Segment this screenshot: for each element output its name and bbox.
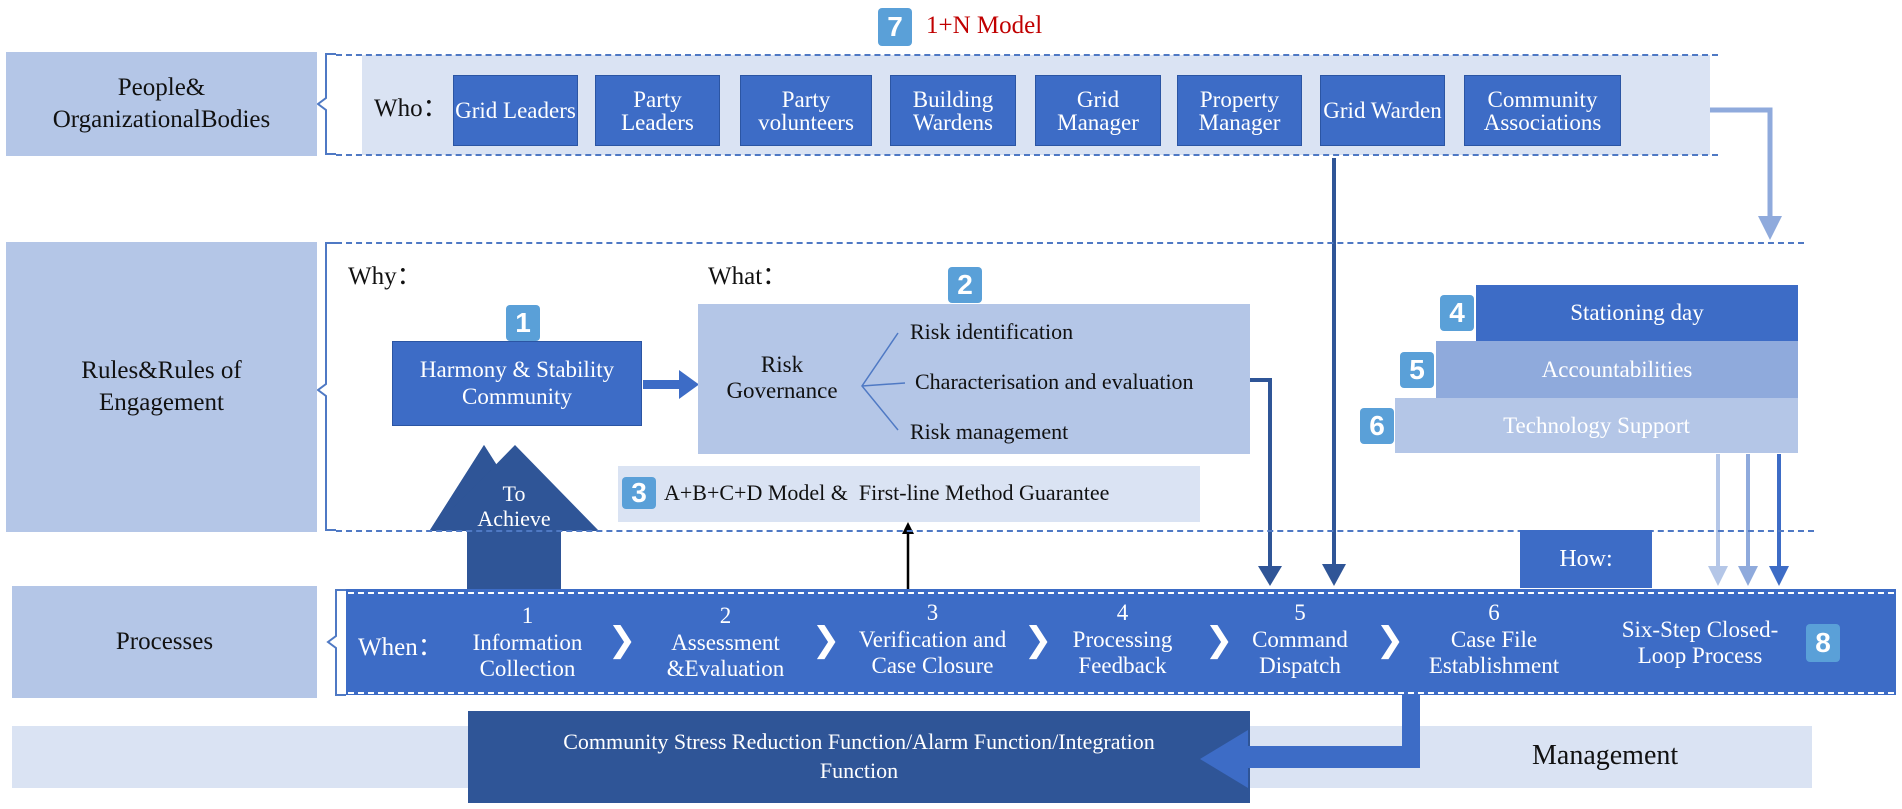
process-top-dash: [348, 592, 1894, 594]
risk-governance-title: Risk Governance: [726, 351, 838, 403]
risk-management: Risk management: [910, 419, 1069, 444]
badge-5: 5: [1400, 352, 1434, 388]
step-3: 3 Verification and Case Closure: [845, 598, 1020, 682]
chevron-right-icon: ❯: [607, 620, 637, 660]
step-1-number: 1: [521, 603, 534, 629]
step-6-number: 6: [1488, 600, 1500, 626]
who-grid-manager: Grid Manager: [1035, 75, 1161, 146]
risk-identification: Risk identification: [910, 319, 1074, 344]
badge-8: 8: [1806, 624, 1840, 662]
step-4-number: 4: [1116, 600, 1129, 626]
rules-bottom-dash: [336, 530, 1814, 532]
closed-loop-text: Six-Step Closed-Loop Process: [1621, 616, 1779, 668]
chevron-right-icon: ❯: [811, 620, 841, 660]
what-label: What：: [708, 263, 788, 290]
badge-1: 1: [506, 305, 540, 341]
who-property-manager: Property Manager: [1177, 75, 1302, 146]
who-building-wardens: Building Wardens: [890, 75, 1016, 146]
step-5-number: 5: [1294, 600, 1306, 626]
who-party-leaders: Party Leaders: [595, 75, 720, 146]
step-4-text: Processing Feedback: [1072, 626, 1173, 679]
step-2-number: 2: [719, 603, 732, 629]
to-achieve-label: To Achieve: [477, 480, 551, 531]
step-1: 1 Information Collection: [455, 603, 600, 682]
label-processes: Processes: [12, 586, 317, 698]
who-community-associations: Community Associations: [1464, 75, 1621, 146]
badge-7: 7: [878, 8, 912, 46]
harmony-stability-box: Harmony & Stability Community: [392, 341, 642, 426]
stack-technology-support: Technology Support: [1395, 398, 1798, 453]
badge-2: 2: [948, 267, 982, 303]
step-4: 4 Processing Feedback: [1055, 598, 1190, 682]
chevron-right-icon: ❯: [1023, 620, 1053, 660]
badge-3: 3: [622, 477, 656, 509]
risk-characterisation: Characterisation and evaluation: [915, 369, 1194, 394]
when-label: When：: [358, 634, 443, 661]
step-6-text: Case File Establishment: [1428, 626, 1560, 679]
rules-top-dash: [336, 242, 1804, 244]
who-label: Who：: [374, 95, 448, 122]
functions-box: Community Stress Reduction Function/Alar…: [468, 711, 1250, 803]
step-5: 5 Command Dispatch: [1240, 598, 1360, 682]
step-5-text: Command Dispatch: [1252, 626, 1348, 679]
who-party-volunteers: Party volunteers: [740, 75, 872, 146]
chevron-right-icon: ❯: [1204, 620, 1234, 660]
label-rules: Rules&Rules of Engagement: [6, 242, 317, 532]
label-people: People& OrganizationalBodies: [6, 52, 317, 156]
who-grid-warden: Grid Warden: [1320, 75, 1445, 146]
abcd-model-box: [618, 466, 1200, 522]
badge-4: 4: [1440, 295, 1474, 331]
stack-stationing-day: Stationing day: [1476, 285, 1798, 341]
process-bottom-dash: [348, 692, 1894, 694]
step-2: 2 Assessment &Evaluation: [648, 603, 803, 682]
who-bottom-dash: [336, 154, 1718, 156]
who-top-dash: [336, 54, 1718, 56]
step-3-text: Verification and Case Closure: [858, 626, 1007, 679]
stack-accountabilities: Accountabilities: [1436, 341, 1798, 398]
why-label: Why：: [348, 263, 422, 290]
management-label: Management: [1532, 740, 1679, 771]
step-6: 6 Case File Establishment: [1413, 598, 1575, 682]
chevron-right-icon: ❯: [1375, 620, 1405, 660]
who-grid-leaders: Grid Leaders: [453, 75, 578, 146]
step-2-text: Assessment &Evaluation: [666, 629, 785, 682]
process-band: [346, 589, 1896, 695]
abcd-model-text: A+B+C+D Model & First-line Method Guaran…: [664, 480, 1110, 505]
how-box: How:: [1520, 530, 1652, 588]
risk-governance-box: [698, 304, 1250, 454]
badge-6: 6: [1360, 408, 1394, 444]
step-1-text: Information Collection: [472, 629, 583, 682]
model-title: 1+N Model: [926, 12, 1043, 39]
step-3-number: 3: [926, 600, 939, 626]
